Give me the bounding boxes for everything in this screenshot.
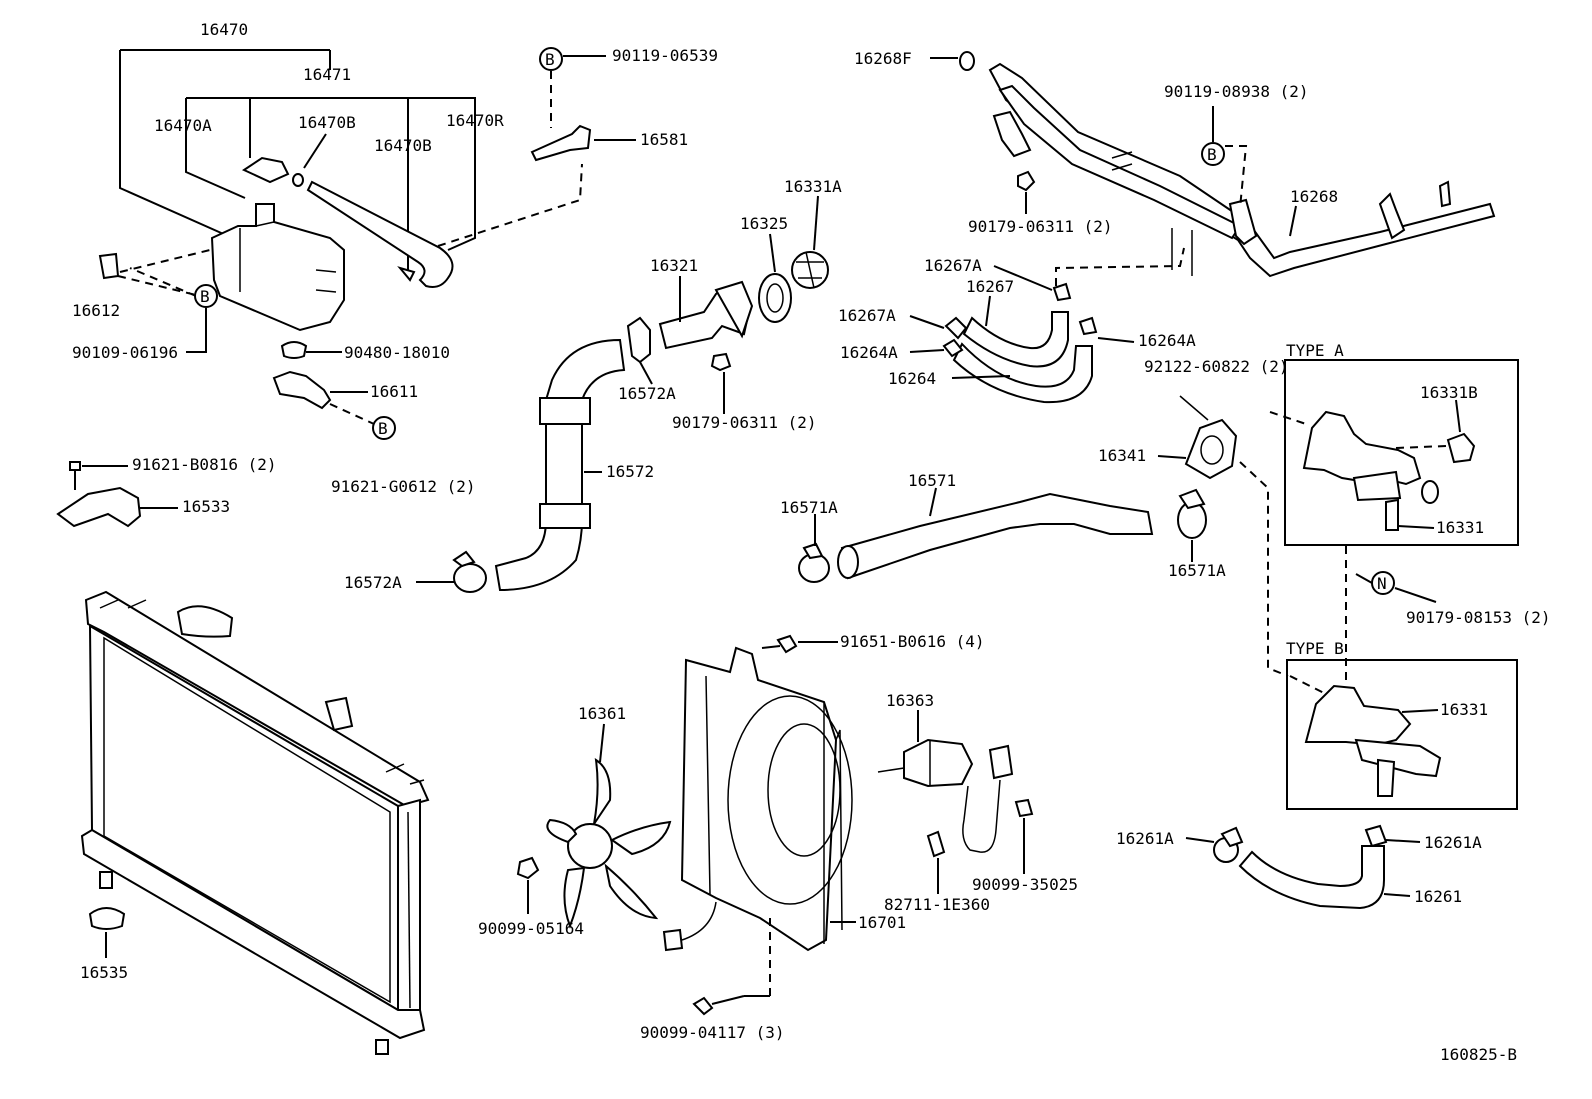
label-16331A: 16331A [784, 177, 842, 196]
label-91651-B0616: 91651-B0616 (4) [840, 632, 985, 651]
reservoir-group [56, 49, 583, 528]
label-16261: 16261 [1414, 887, 1462, 906]
label-16361: 16361 [578, 704, 626, 723]
label-16264A-1: 16264A [1138, 331, 1196, 350]
label-16470B-1: 16470B [298, 113, 356, 132]
diagram-id: 160825-B [1440, 1045, 1517, 1064]
label-90480-18010: 90480-18010 [344, 343, 450, 362]
label-16261A-1: 16261A [1116, 829, 1174, 848]
label-90119-06539: 90119-06539 [612, 46, 718, 65]
label-16470B-2: 16470B [374, 136, 432, 155]
label-90119-08938: 90119-08938 (2) [1164, 82, 1309, 101]
label-16572A-1: 16572A [618, 384, 676, 403]
label-16261A-2: 16261A [1424, 833, 1482, 852]
label-16471: 16471 [303, 65, 351, 84]
label-16581: 16581 [640, 130, 688, 149]
label-16470R: 16470R [446, 111, 504, 130]
label-16264: 16264 [888, 369, 936, 388]
label-16264A-2: 16264A [840, 343, 898, 362]
water-pipe-group [798, 51, 1496, 682]
label-16363: 16363 [886, 691, 934, 710]
label-90179-08153: 90179-08153 (2) [1406, 608, 1551, 627]
label-16572: 16572 [606, 462, 654, 481]
label-16325: 16325 [740, 214, 788, 233]
label-16321: 16321 [650, 256, 698, 275]
label-16571A-1: 16571A [780, 498, 838, 517]
label-16267: 16267 [966, 277, 1014, 296]
label-16268: 16268 [1290, 187, 1338, 206]
label-90099-05164: 90099-05164 [478, 919, 584, 938]
marker-b-1: B [200, 287, 210, 306]
label-90109-06196: 90109-06196 [72, 343, 178, 362]
label-91621-G0612: 91621-G0612 (2) [331, 477, 476, 496]
label-16331-2: 16331 [1440, 700, 1488, 719]
label-82711-1E360: 82711-1E360 [884, 895, 990, 914]
label-16701: 16701 [858, 913, 906, 932]
label-90099-35025: 90099-35025 [972, 875, 1078, 894]
label-91621-B0816: 91621-B0816 (2) [132, 455, 277, 474]
upper-hose-group [416, 47, 829, 593]
label-90179-06311-1: 90179-06311 (2) [672, 413, 817, 432]
type-b-box [1286, 659, 1518, 810]
label-16267A-1: 16267A [924, 256, 982, 275]
label-16571A-2: 16571A [1168, 561, 1226, 580]
label-16268F: 16268F [854, 49, 912, 68]
label-16331-1: 16331 [1436, 518, 1484, 537]
marker-b-2: B [378, 419, 388, 438]
label-92122-60822: 92122-60822 (2) [1144, 357, 1289, 376]
marker-n: N [1377, 574, 1387, 593]
label-16612: 16612 [72, 301, 120, 320]
label-16611: 16611 [370, 382, 418, 401]
label-16535: 16535 [80, 963, 128, 982]
label-90179-06311-2: 90179-06311 (2) [968, 217, 1113, 236]
type-a-label: TYPE A [1286, 341, 1344, 360]
label-16267A-2: 16267A [838, 306, 896, 325]
fan-group [516, 634, 1034, 1016]
type-b-label: TYPE B [1286, 639, 1344, 658]
radiator-group [80, 590, 430, 1055]
label-16571: 16571 [908, 471, 956, 490]
marker-b-3: B [545, 50, 555, 69]
label-16470A: 16470A [154, 116, 212, 135]
marker-b-4: B [1207, 145, 1217, 164]
type-a-box [1284, 359, 1519, 546]
label-16331B: 16331B [1420, 383, 1478, 402]
label-16341: 16341 [1098, 446, 1146, 465]
label-16572A-2: 16572A [344, 573, 402, 592]
lower-right-hose-group [1185, 824, 1421, 910]
label-90099-04117: 90099-04117 (3) [640, 1023, 785, 1042]
label-16533: 16533 [182, 497, 230, 516]
label-16470: 16470 [200, 20, 248, 39]
